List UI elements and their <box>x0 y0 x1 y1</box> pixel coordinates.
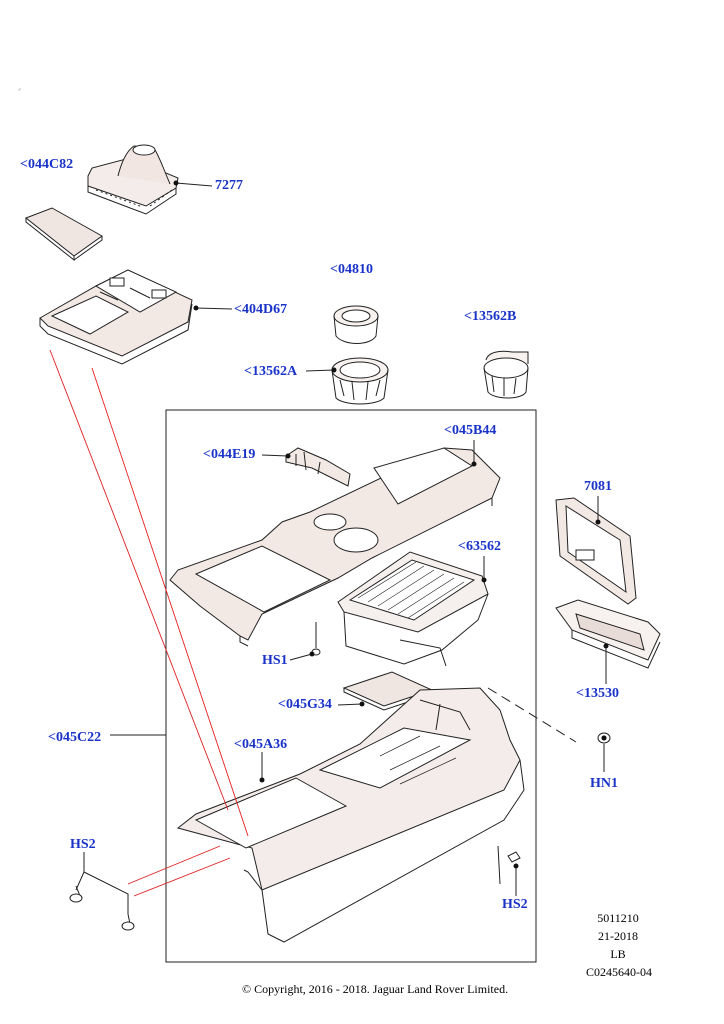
leader-044E19 <box>261 454 289 457</box>
red-guide-4 <box>133 857 231 897</box>
part-63562 <box>337 551 489 667</box>
part-13562B <box>483 350 529 399</box>
leader-404D67 <box>195 307 233 310</box>
meta-drawing-number: 5011210 <box>597 911 639 925</box>
callout-045C22: <045C22 <box>48 730 102 745</box>
copyright-notice: © Copyright, 2016 - 2018. Jaguar Land Ro… <box>242 982 509 996</box>
leader-7277 <box>175 182 213 187</box>
part-044C82 <box>25 207 103 262</box>
callout-044E19: <044E19 <box>203 447 256 462</box>
part-13562A <box>331 357 389 405</box>
callout-7277: 7277 <box>215 178 243 193</box>
part-13530 <box>555 599 661 669</box>
callout-045B44: <045B44 <box>444 423 497 438</box>
callout-63562: <63562 <box>458 539 501 554</box>
callout-13562B: <13562B <box>464 309 517 324</box>
leader-13562A <box>305 369 335 372</box>
meta-date: 21-2018 <box>598 929 638 943</box>
meta-region: LB <box>610 947 626 961</box>
red-guide-2 <box>91 367 249 837</box>
callout-404D67: <404D67 <box>234 302 288 317</box>
red-guide-1 <box>49 349 229 811</box>
callout-HS2-right: HS2 <box>502 897 528 912</box>
leader-HS2-left <box>75 852 129 914</box>
callout-044C82: <044C82 <box>20 157 74 172</box>
part-045A36 <box>176 687 525 943</box>
leader-045G34 <box>337 703 363 706</box>
leader-dashed <box>487 687 577 743</box>
callout-HS2-left: HS2 <box>70 837 96 852</box>
meta-illustration-id: C0245640-04 <box>586 965 652 979</box>
part-044E19 <box>285 447 351 487</box>
callout-04810: <04810 <box>330 262 373 277</box>
part-7081 <box>555 497 637 605</box>
part-7277 <box>87 144 179 215</box>
callout-045G34: <045G34 <box>278 697 332 712</box>
callout-HS1: HS1 <box>262 653 288 668</box>
callout-HN1: HN1 <box>590 776 618 791</box>
assembly-frame <box>165 409 537 963</box>
part-HS2-left <box>69 885 135 931</box>
part-045B44 <box>169 447 501 647</box>
red-guide-3 <box>127 845 221 885</box>
part-04810 <box>333 305 379 344</box>
callout-13562A: <13562A <box>244 364 298 379</box>
part-404D67 <box>39 269 193 365</box>
callout-7081: 7081 <box>584 479 612 494</box>
callout-045A36: <045A36 <box>234 737 288 752</box>
callout-13530: <13530 <box>576 686 619 701</box>
part-HS2-right <box>497 845 521 885</box>
part-HS1 <box>311 622 321 656</box>
leader-HS1 <box>289 653 313 661</box>
